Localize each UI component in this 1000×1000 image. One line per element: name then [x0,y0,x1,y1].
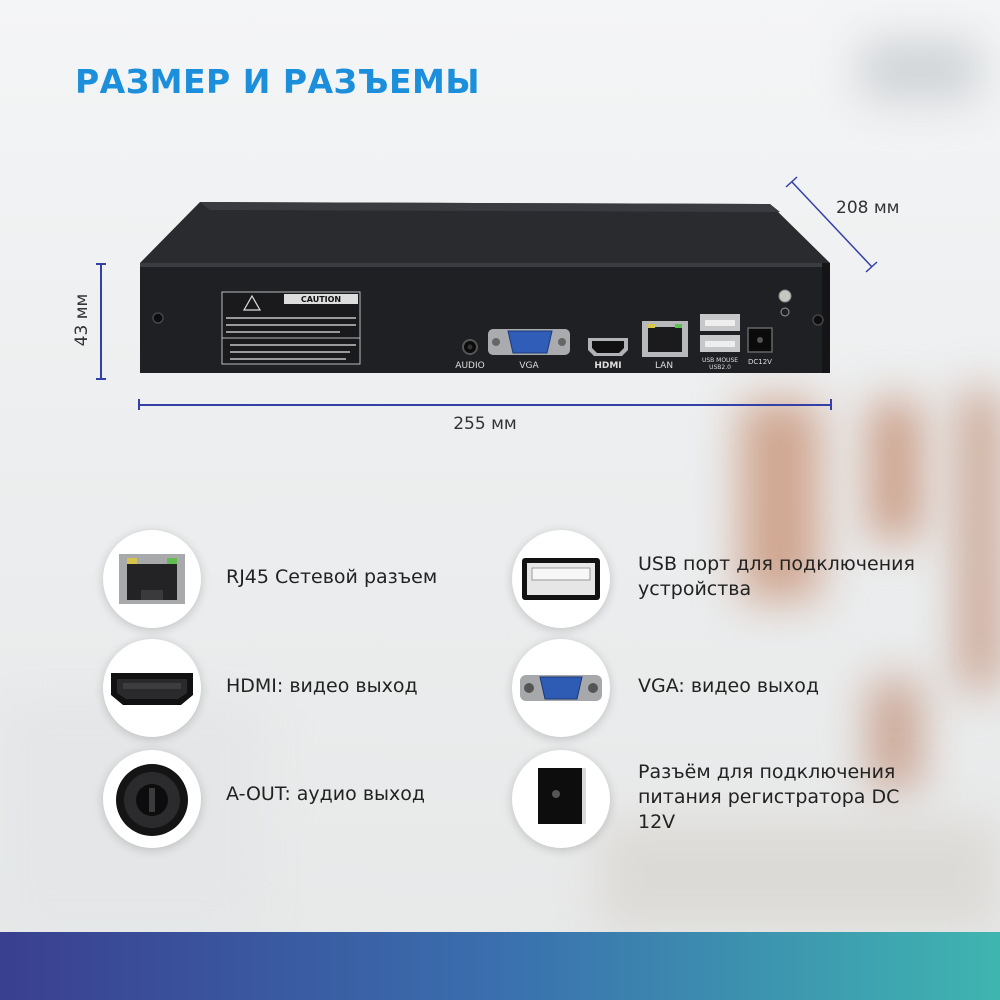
page-title: РАЗМЕР И РАЗЪЕМЫ [75,62,481,101]
svg-text:LAN: LAN [655,361,673,371]
feature-label-vga: VGA: видео выход [638,675,820,697]
caution-label: CAUTION [221,291,361,365]
depth-dimension-label: 208 мм [836,198,900,218]
audio-port: AUDIO [455,339,485,371]
width-dimension-line [138,404,831,406]
feature-label-dc-power: Разъём для подключения питания регистрат… [638,761,900,833]
rj45-port-icon [103,530,201,628]
height-dimension-line [100,263,102,379]
hdmi-port-icon [103,639,201,737]
height-dimension-cap-top [96,263,106,265]
depth-dimension-line [785,176,878,273]
svg-text:CAUTION: CAUTION [301,295,341,304]
audio-jack-icon [103,750,201,848]
footer-gradient-bar [0,932,1000,1000]
feature-label-usb: USB порт для подключения устройства [638,553,915,600]
dc-port: DC12V [747,289,792,366]
lan-port: LAN [642,321,688,371]
height-dimension-cap-bottom [96,378,106,380]
feature-label-audio: A-OUT: аудио выход [226,783,426,805]
width-dimension-cap-left [138,399,140,410]
vga-port: VGA [488,329,570,371]
width-dimension-cap-right [830,399,832,410]
svg-text:AUDIO: AUDIO [455,361,484,371]
usb-port-icon [512,530,610,628]
svg-text:DC12V: DC12V [748,358,772,366]
vga-port-icon [512,639,610,737]
svg-text:HDMI: HDMI [594,361,621,371]
svg-text:VGA: VGA [519,361,539,371]
dc-power-jack-icon [512,750,610,848]
usb-ports: USB MOUSE USB2.0 [700,314,740,371]
feature-label-hdmi: HDMI: видео выход [226,675,418,697]
svg-text:USB2.0: USB2.0 [709,364,731,371]
hdmi-port: HDMI [588,338,628,371]
height-dimension-label: 43 мм [72,293,92,347]
feature-label-rj45: RJ45 Сетевой разъем [226,566,438,588]
nvr-device-back-panel: CAUTION AUDIO VGA HDMI LAN [140,202,830,373]
width-dimension-label: 255 мм [453,414,517,434]
svg-text:USB MOUSE: USB MOUSE [702,357,738,364]
